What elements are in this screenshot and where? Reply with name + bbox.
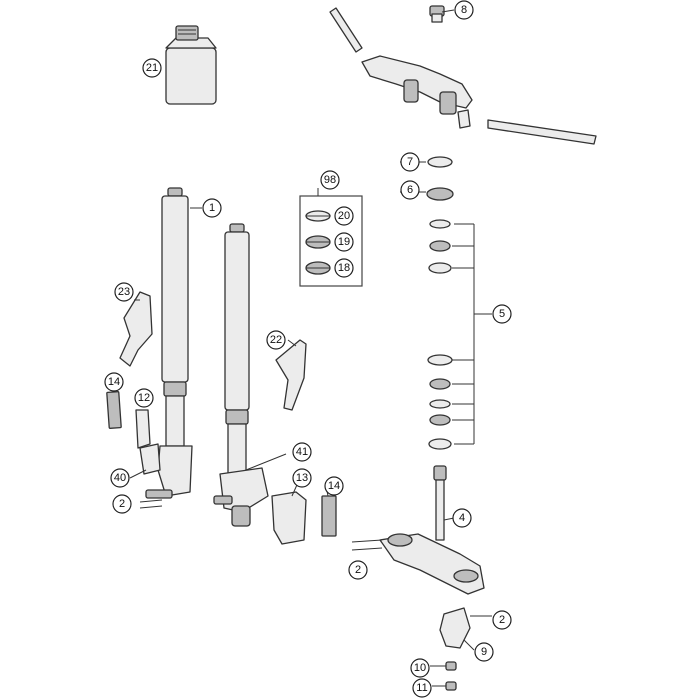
callout-14-left-label: 14 [108, 376, 120, 388]
callout-20-label: 20 [338, 210, 350, 222]
callout-21: 21 [142, 58, 162, 78]
callout-20: 20 [334, 206, 354, 226]
steering-bearing-stack [426, 156, 454, 450]
bolt-11 [445, 681, 457, 691]
callout-98: 98 [320, 170, 340, 190]
fork-leg-right [213, 223, 269, 527]
callout-19: 19 [334, 232, 354, 252]
bracket-9 [439, 607, 471, 649]
bracket-13 [271, 491, 307, 545]
callout-8-label: 8 [461, 4, 467, 16]
callout-12-label: 12 [138, 392, 150, 404]
callout-9-label: 9 [481, 646, 487, 658]
callout-40-label: 40 [114, 472, 126, 484]
handlebar-top-clamp-assembly [329, 5, 597, 145]
callout-11: 11 [412, 678, 432, 698]
callout-14-right-label: 14 [328, 480, 340, 492]
callout-1: 1 [202, 198, 222, 218]
leader-lines [129, 9, 475, 687]
bolts-2-left [139, 499, 163, 509]
callout-21-label: 21 [146, 62, 158, 74]
callout-12: 12 [134, 388, 154, 408]
callout-6-label: 6 [407, 184, 413, 196]
callout-11-label: 11 [416, 682, 427, 694]
callout-23: 23 [114, 282, 134, 302]
bracket-40 [139, 443, 161, 475]
callout-7-label: 7 [407, 156, 413, 168]
fork-oil-bottle [165, 25, 217, 105]
callout-2-mid: 2 [348, 560, 368, 580]
callout-22: 22 [266, 330, 286, 350]
callout-14-right: 14 [324, 476, 344, 496]
callout-41-label: 41 [296, 446, 308, 458]
callout-6: 6 [400, 180, 420, 200]
callout-2-right-label: 2 [499, 614, 505, 626]
callout-2-right: 2 [492, 610, 512, 630]
callout-9: 9 [474, 642, 494, 662]
callout-98-label: 98 [324, 174, 336, 186]
callout-19-label: 19 [338, 236, 350, 248]
callout-13: 13 [292, 468, 312, 488]
callout-13-label: 13 [296, 472, 308, 484]
callout-22-label: 22 [270, 334, 282, 346]
clip-12 [135, 409, 151, 449]
callout-18-label: 18 [338, 262, 350, 274]
bolt-10 [445, 661, 457, 671]
callout-2-left-label: 2 [119, 498, 125, 510]
bracket-line-5 [452, 223, 492, 445]
callout-8: 8 [454, 0, 474, 20]
callout-10-label: 10 [414, 662, 426, 674]
callout-41: 41 [292, 442, 312, 462]
callout-7: 7 [400, 152, 420, 172]
callout-4: 4 [452, 508, 472, 528]
callout-5: 5 [492, 304, 512, 324]
callout-2-mid-label: 2 [355, 564, 361, 576]
callout-18: 18 [334, 258, 354, 278]
lower-triple-clamp-stem [351, 465, 492, 617]
callout-10: 10 [410, 658, 430, 678]
callout-40: 40 [110, 468, 130, 488]
callout-2-left: 2 [112, 494, 132, 514]
callout-1-label: 1 [209, 202, 215, 214]
callout-5-label: 5 [499, 308, 505, 320]
callout-23-label: 23 [118, 286, 130, 298]
fork-guard-right-22 [275, 339, 307, 411]
fork-leg-left [145, 187, 193, 499]
sticker-14-left [106, 391, 122, 429]
sticker-14-right [321, 495, 337, 537]
callout-4-label: 4 [459, 512, 465, 524]
fork-guard-left-23 [119, 291, 153, 367]
callout-14-left: 14 [104, 372, 124, 392]
